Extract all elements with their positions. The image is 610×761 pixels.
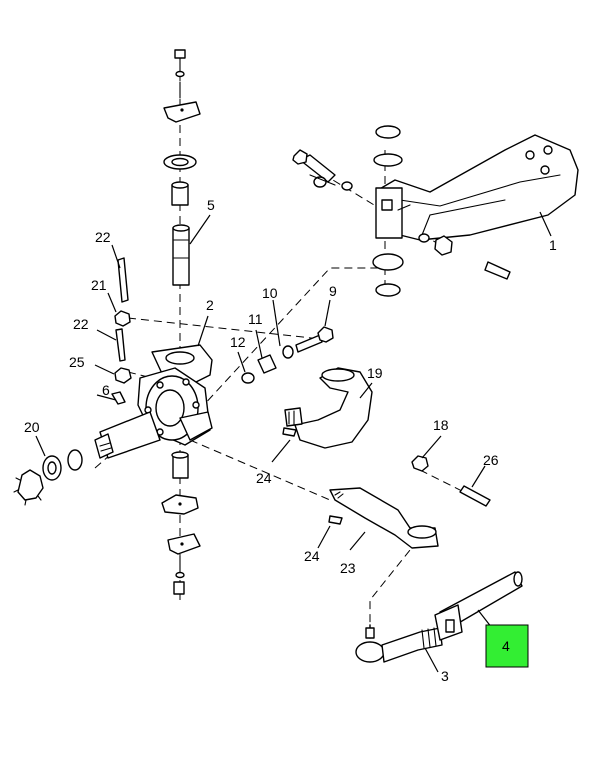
- callout-1[interactable]: 1: [549, 237, 557, 253]
- cross-tube-part[interactable]: [434, 571, 523, 641]
- tie-rod-arm-part[interactable]: [329, 487, 439, 549]
- nut-and-pin-parts[interactable]: [111, 257, 132, 405]
- steering-knuckle-part[interactable]: [94, 344, 213, 459]
- woodruff-key-parts[interactable]: [282, 427, 343, 525]
- callout-3[interactable]: 3: [441, 668, 449, 684]
- steering-arm-part[interactable]: [284, 367, 373, 449]
- tie-rod-end-part[interactable]: [355, 624, 443, 663]
- callout-4[interactable]: 4: [502, 638, 510, 654]
- spindle-nut-part[interactable]: [13, 449, 83, 506]
- callout-20[interactable]: 20: [24, 419, 40, 435]
- callout-19[interactable]: 19: [367, 365, 383, 381]
- callout-11[interactable]: 11: [248, 311, 263, 327]
- callout-labels: 1 2 3 5 6 9 10 11 12 18 19 20 21 22 22 2…: [24, 197, 557, 684]
- highlight-box[interactable]: [485, 624, 529, 668]
- lower-kingpin-hardware: [161, 451, 201, 595]
- castle-nut-and-cotter[interactable]: [411, 455, 491, 507]
- callout-22b[interactable]: 22: [73, 316, 89, 332]
- callout-22a[interactable]: 22: [95, 229, 111, 245]
- callout-18[interactable]: 18: [433, 417, 449, 433]
- callout-25[interactable]: 25: [69, 354, 85, 370]
- callout-12[interactable]: 12: [230, 334, 246, 350]
- king-pin-part[interactable]: [172, 224, 190, 286]
- highlighted-part-4[interactable]: 4: [485, 624, 529, 668]
- callout-26[interactable]: 26: [483, 452, 499, 468]
- upper-kingpin-hardware: [163, 49, 201, 206]
- callout-2[interactable]: 2: [206, 297, 214, 313]
- callout-24b[interactable]: 24: [304, 548, 320, 564]
- stop-bolt-parts[interactable]: [241, 326, 334, 384]
- callout-24a[interactable]: 24: [256, 470, 272, 486]
- callout-21[interactable]: 21: [91, 277, 107, 293]
- callout-9[interactable]: 9: [329, 283, 337, 299]
- callout-23[interactable]: 23: [340, 560, 356, 576]
- callout-5[interactable]: 5: [207, 197, 215, 213]
- callout-10[interactable]: 10: [262, 285, 278, 301]
- callout-6[interactable]: 6: [102, 382, 110, 398]
- leader-lines: [35, 211, 552, 673]
- axle-beam-part[interactable]: [292, 125, 579, 297]
